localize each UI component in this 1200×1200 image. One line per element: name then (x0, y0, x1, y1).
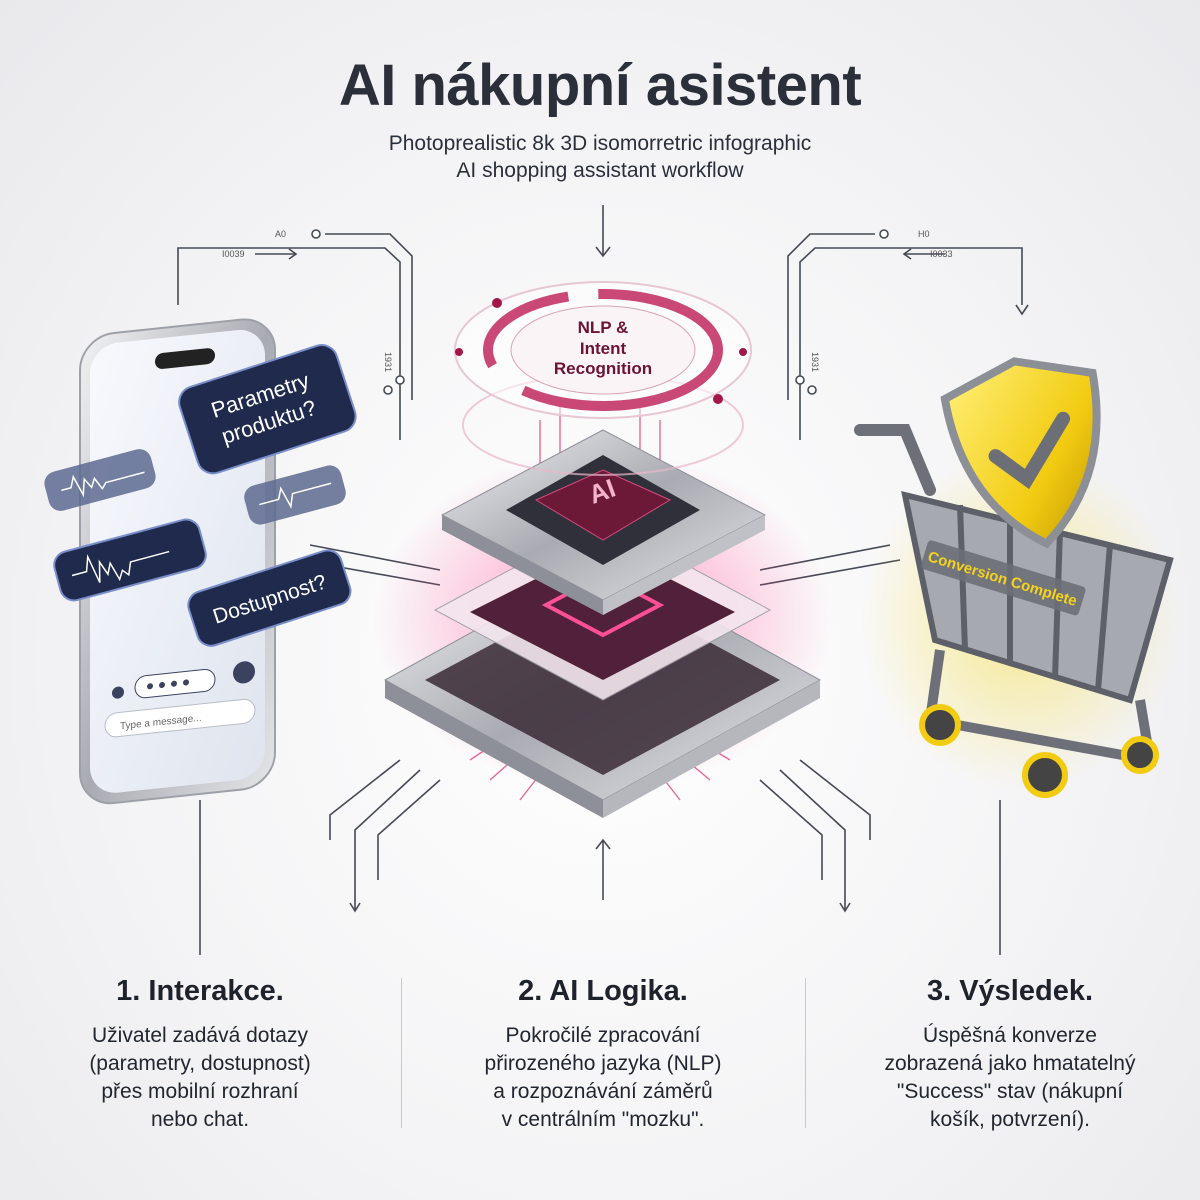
step-line: Úspěšná konverze (923, 1024, 1097, 1047)
nlp-label-line: Intent (580, 339, 627, 358)
circuit-label: 1931 (383, 352, 393, 372)
step-line: v centrálním "mozku". (501, 1108, 705, 1131)
step-interaction: 1. Interakce. Uživatel zadává dotazy (pa… (30, 975, 370, 1134)
circuit-label: 1931 (810, 352, 820, 372)
shield-icon (940, 357, 1101, 549)
step-line: košík, potvrzení). (930, 1108, 1090, 1131)
step-title: 1. Interakce. (116, 975, 284, 1007)
step-line: Pokročilé zpracování (505, 1024, 701, 1047)
step-line: a rozpoznávání záměrů (493, 1080, 713, 1103)
nlp-ring-label: NLP & Intent Recognition (554, 318, 652, 378)
subtitle-line: AI shopping assistant workflow (456, 159, 744, 182)
send-icon (233, 661, 255, 684)
subtitle-line: Photoprealistic 8k 3D isomorretric infog… (388, 132, 812, 155)
step-line: "Success" stav (nákupní (896, 1080, 1124, 1103)
ai-brain-chip-stack: AI NLP & Intent Recognition (373, 281, 833, 818)
checkmark-icon (988, 411, 1071, 490)
step-ai-logic: 2. AI Logika. Pokročilé zpracování přiro… (433, 975, 773, 1134)
circuit-label: H0 (918, 229, 930, 239)
circuit-lines (177, 205, 1029, 955)
circuit-label: I0039 (222, 249, 245, 259)
page-title: AI nákupní asistent (338, 53, 862, 118)
wheel (1121, 736, 1159, 774)
step-line: zobrazená jako hmatatelný (884, 1052, 1136, 1075)
shopping-cart: Conversion Complete (854, 357, 1180, 798)
step-line: (parametry, dostupnost) (89, 1052, 311, 1075)
page-subtitle: Photoprealistic 8k 3D isomorretric infog… (0, 130, 1200, 184)
chat-bubbles: Parametry produktu? Dostupnost? (44, 344, 357, 647)
user-icon (112, 686, 124, 699)
step-title: 3. Výsledek. (926, 975, 1094, 1007)
nlp-label-line: Recognition (554, 359, 652, 378)
wheel (1022, 752, 1068, 798)
divider (805, 978, 806, 1128)
step-title: 2. AI Logika. (518, 975, 688, 1007)
step-line: Uživatel zadává dotazy (92, 1024, 308, 1047)
step-line: nebo chat. (150, 1108, 250, 1131)
step-line: přirozeného jazyka (NLP) (484, 1052, 722, 1075)
step-line: přes mobilní rozhraní (101, 1080, 299, 1103)
divider (401, 978, 402, 1128)
circuit-label: I0033 (930, 249, 953, 259)
wheel (919, 704, 961, 746)
circuit-label: A0 (275, 229, 286, 239)
nlp-label-line: NLP & (578, 318, 629, 337)
step-result: 3. Výsledek. Úspěšná konverze zobrazená … (840, 975, 1180, 1134)
